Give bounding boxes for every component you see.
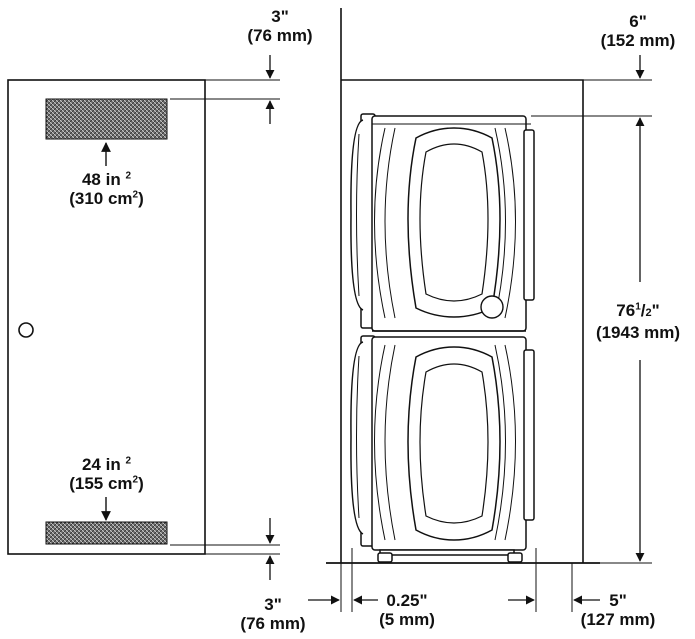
top-vent-area-metric: (310 cm2) (69, 189, 144, 208)
door-bottom-gap-imperial: 3" (264, 595, 282, 614)
height-label: 761/2" (1943 mm) (585, 301, 691, 342)
side-gap-imperial: 0.25" (386, 591, 428, 610)
rear-gap-label: 5" (127 mm) (563, 591, 673, 629)
washer-unit (350, 335, 535, 563)
rear-gap-imperial: 5" (609, 591, 627, 610)
top-clearance-metric: (152 mm) (600, 31, 676, 50)
bottom-vent-area-metric: (155 cm2) (69, 474, 144, 493)
dryer-unit (350, 113, 535, 332)
top-clearance-imperial: 6" (629, 12, 647, 31)
door-top-gap-metric: (76 mm) (247, 26, 313, 45)
height-metric: (1943 mm) (595, 323, 681, 342)
door-top-gap-label: 3" (76 mm) (225, 7, 335, 45)
side-gap-metric: (5 mm) (379, 610, 435, 629)
height-dimension (528, 115, 652, 564)
side-gap-dimension (308, 548, 378, 612)
door-top-gap-dimension (170, 55, 280, 124)
top-vent-area-imperial: 48 in 2 (81, 170, 132, 189)
door-top-gap-imperial: 3" (271, 7, 289, 26)
bottom-vent-area-label: 24 in 2 (155 cm2) (46, 455, 167, 493)
door-bottom-gap-label: 3" (76 mm) (218, 595, 328, 633)
door-knob (18, 322, 34, 338)
rear-gap-dimension (508, 548, 600, 612)
door-bottom-gap-metric: (76 mm) (240, 614, 306, 633)
door-bottom-gap-dimension (170, 518, 280, 580)
side-gap-label: 0.25" (5 mm) (352, 591, 462, 629)
bottom-vent-area-imperial: 24 in 2 (81, 455, 132, 474)
bottom-vent-opening (45, 521, 168, 545)
top-vent-area-label: 48 in 2 (310 cm2) (46, 170, 167, 208)
top-vent-opening (45, 98, 168, 140)
rear-gap-metric: (127 mm) (580, 610, 656, 629)
top-clearance-dimension (583, 55, 652, 81)
height-imperial: 761/2" (616, 301, 660, 320)
top-clearance-label: 6" (152 mm) (585, 12, 691, 50)
